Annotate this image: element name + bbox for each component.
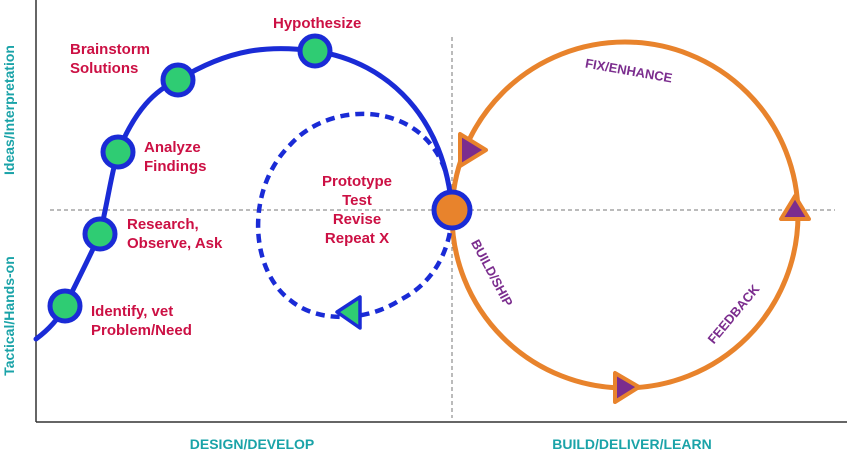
build-cycle-ring — [449, 39, 801, 391]
node-hypothesize — [297, 33, 333, 69]
label-identify-line1: Identify, vet — [91, 303, 173, 320]
label-feedback: FEEDBACK — [705, 281, 763, 346]
node-research — [82, 216, 118, 252]
x-axis-label-right: BUILD/DELIVER/LEARN — [552, 436, 711, 452]
label-repeat: Repeat X — [325, 230, 389, 247]
label-brainstorm-line1: Brainstorm — [70, 41, 150, 58]
label-research-line2: Observe, Ask — [127, 235, 223, 252]
feedback-arrow-icon — [779, 194, 811, 221]
fix-enhance-arrow-icon — [458, 132, 488, 168]
label-revise: Revise — [333, 211, 381, 228]
node-brainstorm — [160, 62, 196, 98]
x-axis-label-left: DESIGN/DEVELOP — [190, 436, 314, 452]
y-axis-label-lower: Tactical/Hands-on — [1, 256, 17, 376]
node-junction — [431, 189, 473, 231]
prototype-loop-arrow-icon — [335, 295, 362, 330]
design-curve — [33, 46, 455, 342]
label-research-line1: Research, — [127, 216, 199, 233]
label-analyze-line2: Findings — [144, 158, 207, 175]
node-identify — [47, 288, 83, 324]
prototype-loop-dashed — [255, 111, 455, 320]
label-prototype: Prototype — [322, 173, 392, 190]
label-hypothesize: Hypothesize — [273, 15, 361, 32]
label-test: Test — [342, 192, 372, 209]
y-axis-label-upper: Ideas/Interpretation — [1, 45, 17, 175]
label-brainstorm-line2: Solutions — [70, 60, 138, 77]
label-fix-enhance: FIX/ENHANCE — [584, 56, 674, 86]
node-analyze — [100, 134, 136, 170]
label-identify-line2: Problem/Need — [91, 322, 192, 339]
build-ship-arrow-icon — [613, 371, 641, 404]
label-analyze-line1: Analyze — [144, 139, 201, 156]
